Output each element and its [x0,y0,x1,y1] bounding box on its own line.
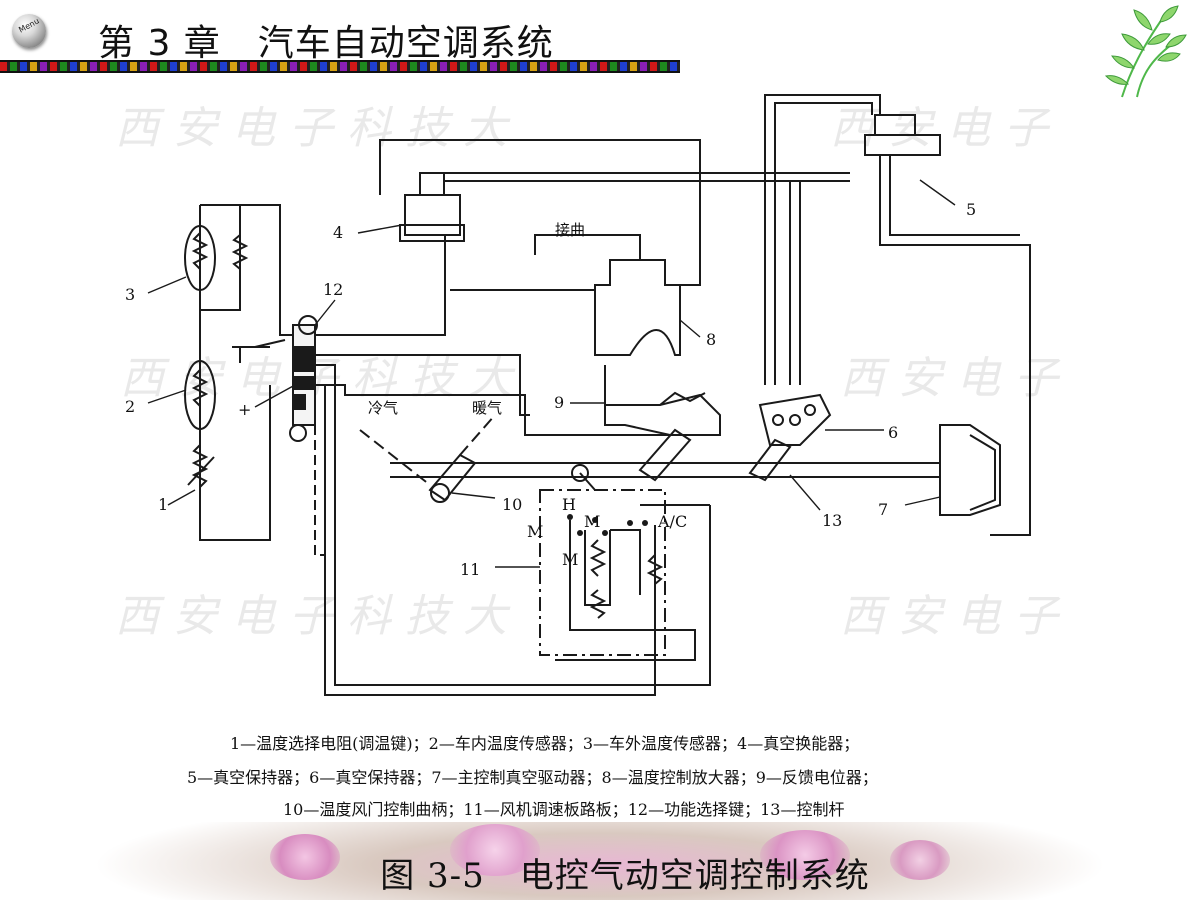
h-label: H [562,495,576,514]
m1-label-a: M [527,522,543,541]
label-2: 2 [125,397,135,416]
ground-symbol [232,339,286,363]
vacuum-holder-5 [864,134,941,156]
flower-banner [0,822,1200,900]
menu-button-label: Menu [17,16,41,35]
leaf-decoration-icon [1104,5,1187,98]
m1-label-c: M [562,550,578,569]
blower-speed-board [539,489,666,656]
inside-temperature-sensor [184,360,216,430]
label-1: 1 [158,495,168,514]
control-rod [390,462,920,478]
flower-decoration [760,830,850,880]
legend-line: 1—温度选择电阻(调温键)；2—车内温度传感器；3—车外温度传感器；4—真空换能… [230,734,860,753]
flower-decoration [890,840,950,880]
control-system-diagram: 1 2 3 4 5 6 7 8 9 10 11 12 13 + 接曲 冷气 暖气… [125,94,1031,696]
slide-title: 第 3 章 汽车自动空调系统 [98,23,554,64]
watermark-text: 西安电子 [840,591,1072,642]
feedback-potentiometer [604,365,721,436]
watermark-text: 西安电子科技大 [115,591,521,642]
label-5: 5 [966,200,976,219]
circuit-wire [199,205,271,541]
label-8: 8 [706,330,716,349]
ac-label: A/C [657,512,687,531]
label-3: 3 [125,285,135,304]
label-12: 12 [323,280,343,299]
pipe-label: 接曲 [555,221,585,239]
menu-button[interactable]: Menu [12,14,46,48]
temperature-select-resistor [191,444,209,488]
figure-caption: 图 3-5 电控气动空调控制系统 [380,856,870,896]
warm-air-label: 暖气 [472,399,502,417]
label-13: 13 [822,511,842,530]
outside-temperature-sensor [184,225,216,291]
vacuum-transducer [404,194,461,236]
label-6: 6 [888,423,898,442]
label-4: 4 [333,223,343,242]
title-divider [0,60,680,73]
legend-line: 10—温度风门控制曲柄；11—风机调速板路板；12—功能选择键；13—控制杆 [283,800,845,819]
legend-line: 5—真空保持器；6—真空保持器；7—主控制真空驱动器；8—温度控制放大器；9—反… [187,768,878,787]
flower-decoration [270,834,340,880]
plus-terminal-label: + [238,400,251,419]
label-10: 10 [502,495,522,514]
main-vacuum-actuator [939,424,1001,516]
watermark-text: 西安电子 [840,353,1072,404]
label-9: 9 [554,393,564,412]
vacuum-holder-6 [758,393,832,446]
label-7: 7 [878,500,888,519]
temperature-control-amplifier [594,259,681,356]
label-11: 11 [460,560,480,579]
watermark-text: 西安电子科技大 [115,103,521,154]
cold-air-label: 冷气 [368,399,398,417]
m1-label-b: M [584,512,600,531]
circuit-wire [200,205,241,311]
flower-decoration [450,824,540,876]
temperature-door-crank [428,453,477,502]
